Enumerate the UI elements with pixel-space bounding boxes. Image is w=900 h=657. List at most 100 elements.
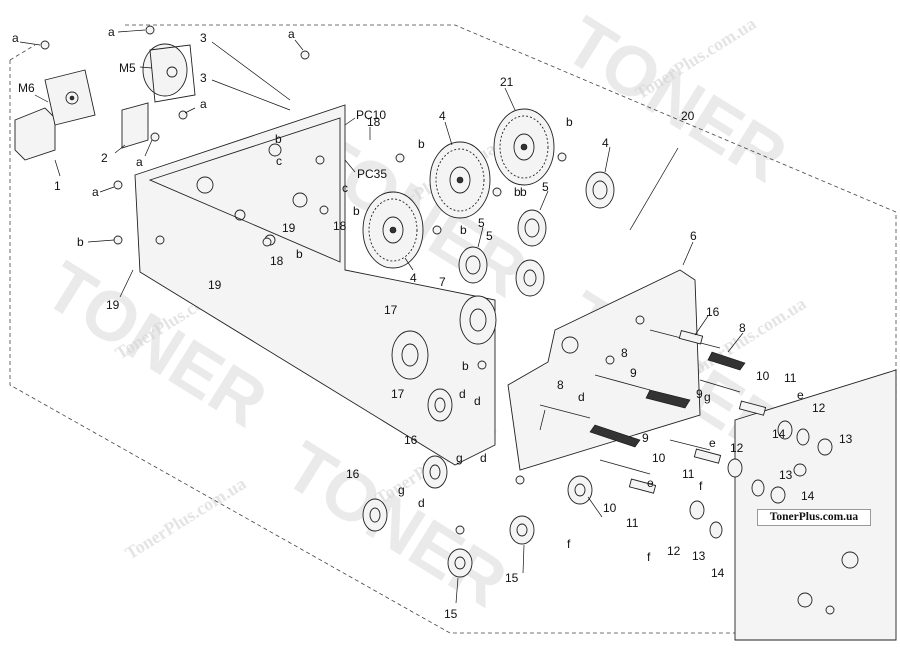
callout-label: 2 [101,151,108,165]
bushing-group [689,420,833,539]
callout-label: 19 [282,221,296,235]
callout-label: d [418,496,425,510]
callout-label: 11 [784,371,797,385]
callout-label: a [200,97,207,111]
screw-group [40,25,567,535]
callout-label: 16 [404,433,418,447]
callout-label: 8 [621,346,628,360]
callout-label: M5 [119,61,136,75]
callout-label: 9 [642,431,649,445]
gear-medium [459,295,497,345]
coupling [585,171,615,209]
callout-label: 19 [106,298,120,312]
callout-label: 11 [682,467,695,481]
callout-label: a [288,27,295,41]
callout-label: a [92,185,99,199]
callout-label: 4 [410,271,417,285]
brand-label: TonerPlus.com.ua [757,509,871,526]
callout-label: 14 [801,489,815,503]
callout-labels: a a a a a a M5 M6 1 2 3 3 PC10 PC35 18 1… [12,25,853,621]
callout-label: g [398,483,405,497]
callout-label: c [342,181,348,195]
callout-label: 15 [444,607,458,621]
bearing-holder [447,548,473,578]
callout-label: b [566,115,573,129]
callout-label: 8 [739,321,746,335]
callout-label: 20 [681,109,695,123]
callout-label: 3 [200,31,207,45]
callout-label: b [460,223,467,237]
callout-label: g [456,451,463,465]
callout-label: 18 [367,115,381,129]
coupling [517,209,547,247]
callout-label: 19 [208,278,222,292]
callout-label: 16 [706,305,720,319]
right-frame [734,369,897,641]
callout-label: 10 [756,369,770,383]
callout-label: 18 [333,219,347,233]
callout-label: 7 [439,275,446,289]
coupling [458,246,488,284]
shaft-assembly [539,329,767,494]
callout-label: 17 [391,387,405,401]
callout-label: 14 [711,566,725,580]
callout-label: 9 [630,366,637,380]
callout-label: b [462,359,469,373]
bearing-holder [567,475,593,505]
gear-large [362,191,424,269]
callout-label: M6 [18,81,35,95]
callout-label: 6 [690,229,697,243]
callout-label: b [514,185,521,199]
callout-label: 4 [439,109,446,123]
callout-label: b [275,132,282,146]
callout-label: a [108,25,115,39]
callout-label: 15 [505,571,519,585]
assembly-boundary [125,24,897,400]
callout-label: 13 [779,468,793,482]
callout-label: c [276,154,282,168]
callout-label: e [709,436,716,450]
motor-m5 [121,43,196,149]
callout-label: 12 [730,441,744,455]
callout-label: 3 [200,71,207,85]
callout-label: b [520,185,527,199]
callout-label: g [704,390,711,404]
callout-label: 13 [692,549,706,563]
callout-label: b [77,235,84,249]
callout-label: d [480,451,487,465]
callout-label: 10 [652,451,666,465]
callout-label: 16 [346,467,360,481]
callout-label: d [459,387,466,401]
callout-label: f [647,550,651,564]
callout-label: 10 [603,501,617,515]
callout-label: e [797,388,804,402]
callout-label: 12 [667,544,681,558]
callout-label: f [699,479,703,493]
callout-label: 11 [626,516,639,530]
bearing-holder [509,515,535,545]
callout-label: e [647,476,654,490]
gear-small [362,498,388,532]
callout-label: 17 [384,303,398,317]
callout-label: a [136,155,143,169]
callout-label: 8 [557,378,564,392]
gear-medium [391,330,429,380]
callout-label: 1 [54,179,61,193]
gear-small [422,455,448,489]
assembly-boundary [9,44,36,61]
callout-label: 18 [270,254,284,268]
watermark-small: TonerPlus.com.ua [122,473,250,563]
callout-label: b [353,204,360,218]
callout-label: 14 [772,427,786,441]
gear-large [429,141,491,219]
callout-label: b [418,137,425,151]
callout-label: d [474,394,481,408]
gear-large [493,108,555,186]
callout-label: 5 [542,180,549,194]
callout-label: 13 [839,432,853,446]
callout-label: 21 [500,75,514,89]
callout-label: 4 [602,136,609,150]
callout-label: 9 [696,387,703,401]
watermark-large: TONER [552,2,800,197]
callout-label: d [578,390,585,404]
